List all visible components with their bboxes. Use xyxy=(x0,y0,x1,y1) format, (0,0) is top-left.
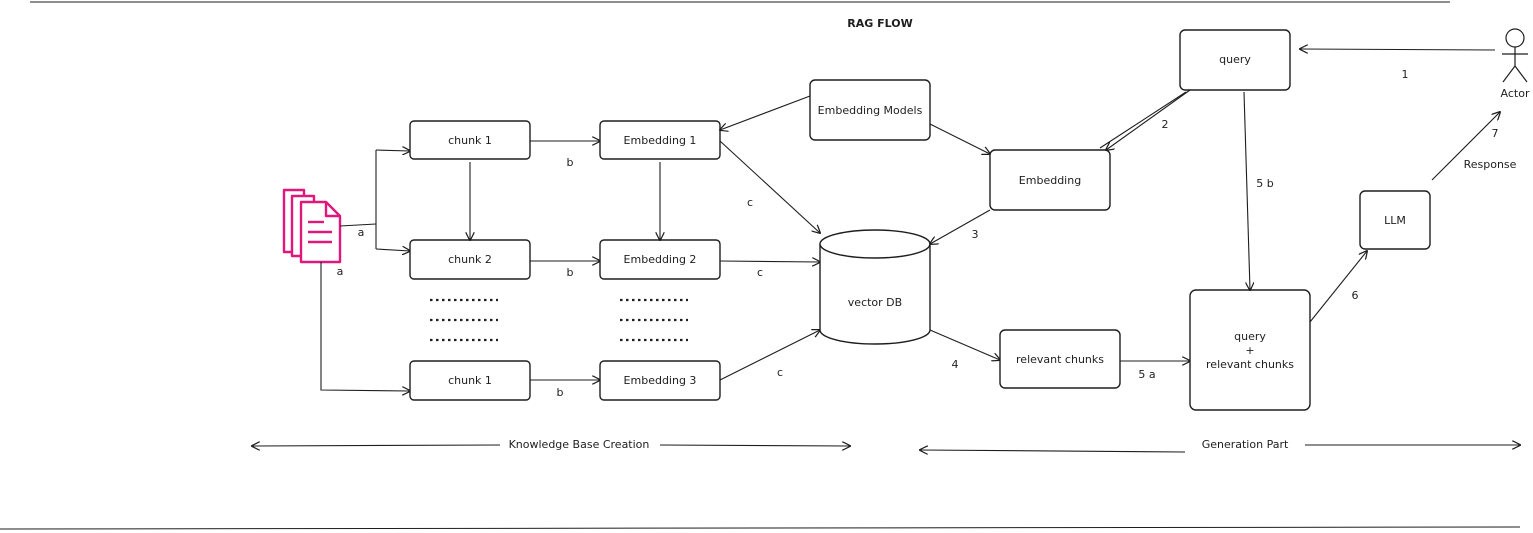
edge-label-c2: c xyxy=(757,266,763,279)
svg-text:chunk 1: chunk 1 xyxy=(448,134,492,147)
svg-text:query: query xyxy=(1219,53,1251,66)
edge-label-c1: c xyxy=(747,196,753,209)
edge-label-7: 7 xyxy=(1492,127,1499,140)
arrow-2-sketch xyxy=(1099,91,1187,149)
edge-label-5b: 5 b xyxy=(1256,177,1273,190)
knowledge-base-label: Knowledge Base Creation xyxy=(509,438,650,451)
chunk-ellipsis xyxy=(430,298,498,342)
bottom-border-line xyxy=(0,526,1521,530)
arrow-c2 xyxy=(719,261,820,262)
arrow-5b xyxy=(1243,91,1250,290)
stick-figure-icon xyxy=(1502,28,1528,83)
svg-text:Embedding 1: Embedding 1 xyxy=(624,134,697,147)
arrow-models-to-embedding xyxy=(929,123,990,154)
arrow-4 xyxy=(929,329,1000,360)
query-relevant-chunks-box: query + relevant chunks xyxy=(1189,289,1311,411)
svg-text:+: + xyxy=(1245,344,1254,357)
generation-section-marker: Generation Part xyxy=(920,438,1520,452)
svg-text:query: query xyxy=(1234,330,1266,343)
svg-text:Embedding 3: Embedding 3 xyxy=(624,374,697,387)
arrow-c1 xyxy=(719,140,820,233)
arrow-c3 xyxy=(719,330,820,381)
embedding-1-box: Embedding 1 xyxy=(599,120,721,160)
svg-text:Embedding: Embedding xyxy=(1019,174,1081,187)
embedding-models-box: Embedding Models xyxy=(809,79,931,141)
arrow-6 xyxy=(1309,251,1367,323)
vector-db-cylinder: vector DB xyxy=(819,229,931,345)
svg-text:relevant chunks: relevant chunks xyxy=(1016,353,1104,366)
documents-icon xyxy=(282,188,342,264)
edge-label-1: 1 xyxy=(1402,68,1409,81)
edge-label-5a: 5 a xyxy=(1138,368,1155,381)
edge-label-3: 3 xyxy=(972,228,979,241)
relevant-chunks-box: relevant chunks xyxy=(999,329,1121,389)
edge-label-b2: b xyxy=(567,266,574,279)
svg-text:relevant chunks: relevant chunks xyxy=(1206,358,1294,371)
diagram-title: RAG FLOW xyxy=(847,17,912,30)
edge-label-2: 2 xyxy=(1162,118,1169,131)
embedding-box: Embedding xyxy=(989,149,1111,211)
svg-text:LLM: LLM xyxy=(1384,214,1406,227)
generation-label: Generation Part xyxy=(1202,438,1289,451)
embedding-2-box: Embedding 2 xyxy=(599,239,721,280)
edge-label-a-top: a xyxy=(358,226,365,239)
edge-label-4: 4 xyxy=(952,358,959,371)
arrow-3 xyxy=(930,209,991,244)
edge-label-c3: c xyxy=(777,366,783,379)
arrow-2 xyxy=(1106,89,1191,150)
edge-label-a-bottom: a xyxy=(337,265,344,278)
document-connectors xyxy=(320,150,410,391)
arrow-models-to-embedding1 xyxy=(720,95,811,130)
svg-text:vector DB: vector DB xyxy=(848,296,902,309)
arrow-7 xyxy=(1431,112,1500,181)
arrow-1 xyxy=(1300,49,1496,50)
edge-label-6: 6 xyxy=(1352,289,1359,302)
actor-label: Actor xyxy=(1501,87,1530,100)
edge-label-b1: b xyxy=(567,156,574,169)
svg-text:chunk 2: chunk 2 xyxy=(448,253,492,266)
llm-box: LLM xyxy=(1359,190,1431,250)
knowledge-base-section-marker: Knowledge Base Creation xyxy=(252,438,850,451)
query-box: query xyxy=(1179,29,1291,91)
svg-text:chunk 1: chunk 1 xyxy=(448,374,492,387)
embedding-3-box: Embedding 3 xyxy=(599,360,721,401)
edge-label-response: Response xyxy=(1464,158,1517,171)
svg-text:Embedding 2: Embedding 2 xyxy=(624,253,697,266)
edge-label-b3: b xyxy=(557,386,564,399)
chunk-1-top-box: chunk 1 xyxy=(409,120,531,160)
chunk-2-box: chunk 2 xyxy=(409,239,531,280)
svg-text:Embedding Models: Embedding Models xyxy=(818,104,923,117)
chunk-1-bottom-box: chunk 1 xyxy=(409,360,531,401)
embedding-ellipsis xyxy=(620,298,688,342)
